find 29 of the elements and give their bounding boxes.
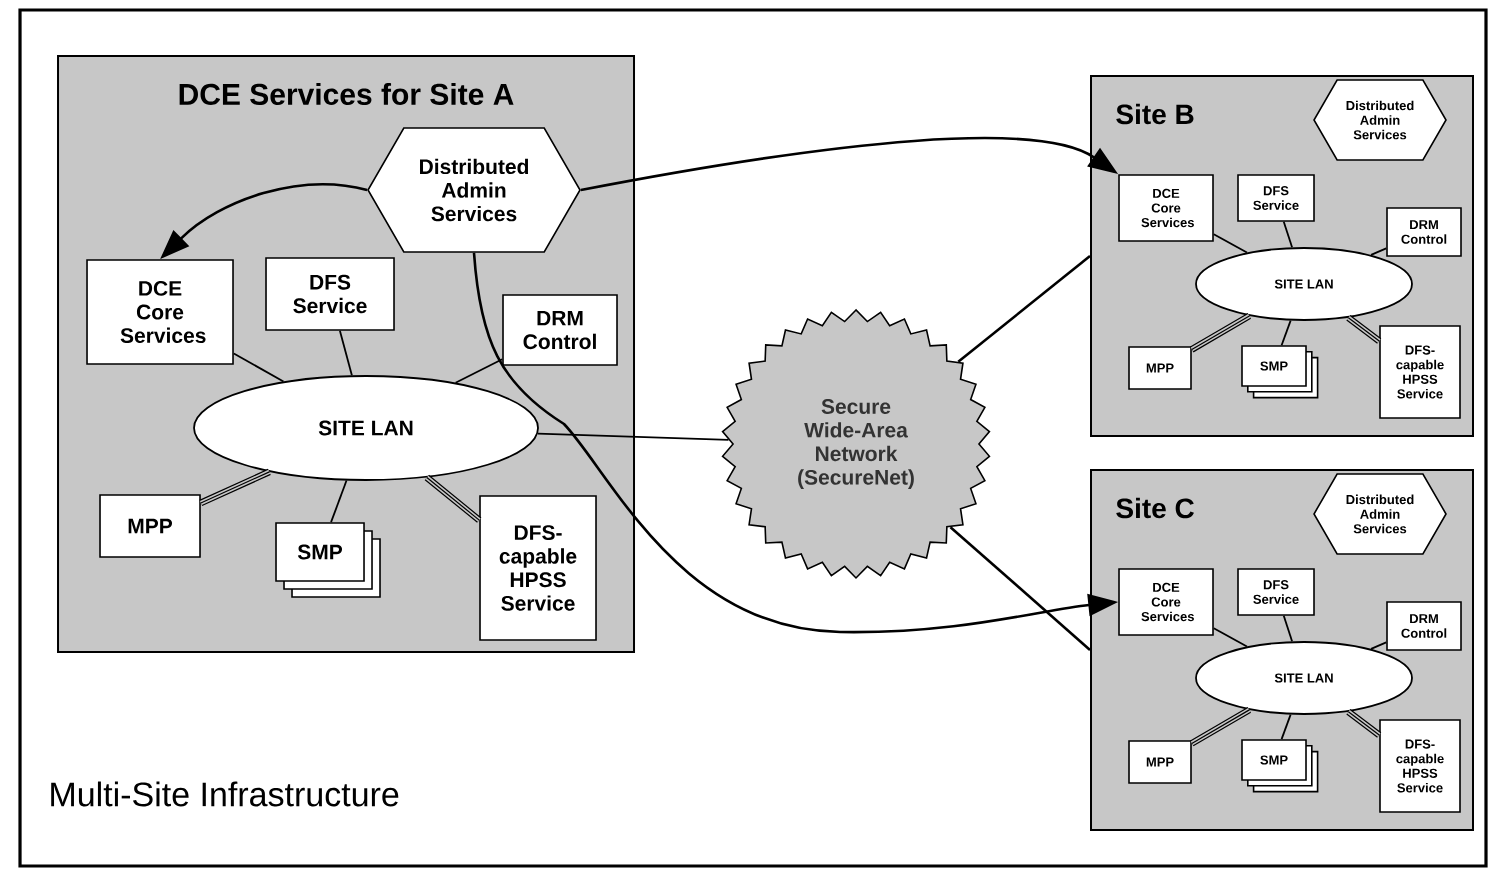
connector-line <box>537 432 730 441</box>
connector-line <box>1346 708 1382 738</box>
connector-line <box>949 526 1091 651</box>
connector-line <box>1280 713 1292 741</box>
stacked-box: SMP <box>275 522 381 598</box>
connector-line <box>330 479 348 524</box>
connector-line <box>199 468 271 507</box>
connector-line <box>1212 627 1248 648</box>
connector-line <box>424 474 482 523</box>
connector-line <box>1282 614 1293 643</box>
connector-line <box>1282 220 1293 249</box>
diagram-title: Multi-Site Infrastructure <box>51 781 399 807</box>
hexagon-node: Distributed Admin Services <box>367 127 581 253</box>
connector-line <box>1190 312 1252 353</box>
connector-line <box>1212 233 1248 254</box>
service-box: MPP <box>99 494 201 558</box>
service-box: DCE Core Services <box>86 259 234 365</box>
connector-line <box>1370 247 1388 256</box>
connector-line <box>1190 706 1252 747</box>
service-box: DRM Control <box>502 294 618 366</box>
connector-line <box>339 329 353 377</box>
service-box: DFS-capable HPSS Service <box>479 495 597 641</box>
connector-line <box>1346 314 1382 344</box>
connector-line <box>232 352 285 383</box>
connector-line <box>1280 319 1292 347</box>
connector-line <box>1370 641 1388 650</box>
service-box: DFS Service <box>265 257 395 331</box>
connector-line <box>454 358 504 384</box>
connector-line <box>957 254 1091 363</box>
